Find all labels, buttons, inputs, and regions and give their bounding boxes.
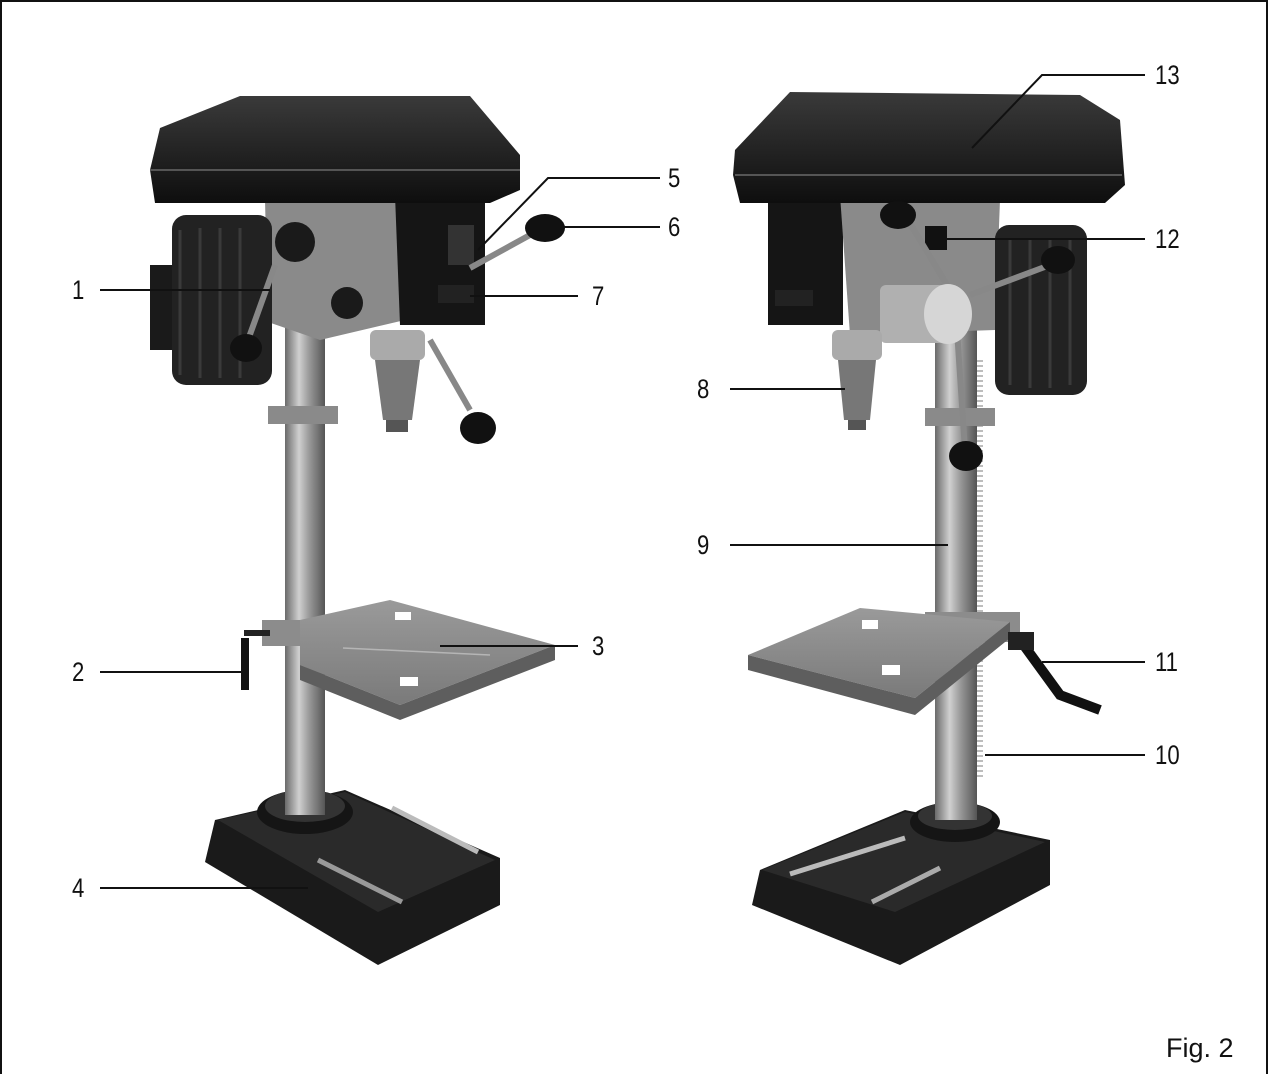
head-left [265, 195, 485, 340]
table-right [748, 608, 1020, 715]
leader-lines [100, 74, 1145, 889]
column-left [285, 315, 325, 815]
figure-label: Fig. 2 [1166, 1033, 1234, 1063]
callout-3: 3 [592, 631, 605, 661]
callout-8: 8 [697, 374, 710, 404]
leader-13 [971, 74, 1145, 149]
callout-1: 1 [72, 275, 85, 305]
callout-9: 9 [697, 530, 710, 560]
callout-7: 7 [592, 281, 605, 311]
callout-10: 10 [1155, 740, 1180, 770]
leader-5 [477, 177, 660, 251]
callout-2: 2 [72, 657, 85, 687]
feed-handles-left [230, 214, 565, 444]
feed-hub-right [880, 201, 1075, 471]
base-right [752, 802, 1050, 965]
callout-5: 5 [668, 163, 681, 193]
column-right [935, 330, 977, 820]
table-left [241, 600, 555, 720]
callout-11: 11 [1155, 647, 1178, 677]
belt-cover-right [733, 92, 1125, 203]
motor-right [995, 225, 1087, 395]
callout-4: 4 [72, 873, 85, 903]
crank-handle-right [1008, 632, 1102, 715]
depth-collar-left [268, 406, 338, 424]
callout-6: 6 [668, 212, 681, 242]
drill-press-front-view [150, 96, 565, 965]
callout-12: 12 [1155, 224, 1180, 254]
belt-cover-left [150, 96, 520, 203]
base-left [205, 790, 500, 965]
drill-press-rear-view [733, 92, 1125, 965]
callout-13: 13 [1155, 60, 1180, 90]
chuck-left [370, 330, 425, 432]
chuck-right [832, 330, 882, 430]
